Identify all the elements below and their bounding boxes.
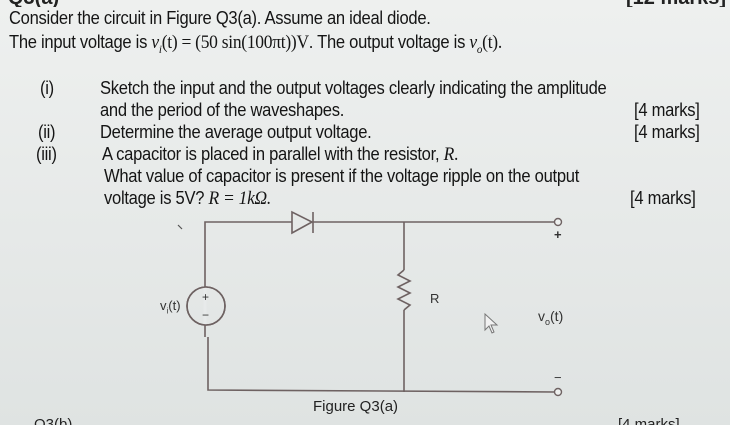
resistor-icon [396,269,412,311]
resistor-value: R = 1kΩ. [208,188,272,209]
next-marks-cut: [4 marks] [618,416,680,425]
intro-line-2: The input voltage is vi(t) = (50 sin(100… [9,32,502,56]
part-ii-number: (ii) [38,122,56,142]
source-label: vi(t) [160,298,181,316]
part-iii-number: (iii) [36,144,57,164]
output-minus-sign: − [554,370,562,385]
output-terminal-plus [553,217,563,227]
output-terminal-minus [553,387,563,397]
figure-caption: Figure Q3(a) [313,398,399,415]
part-i-marks: [4 marks] [634,100,700,120]
intro-line-1: Consider the circuit in Figure Q3(a). As… [9,8,431,28]
part-i-number: (i) [40,78,54,98]
vi-symbol: vi [151,32,162,56]
next-question-cut: Q3(b) [34,416,73,425]
part-iii-line-2: What value of capacitor is present if th… [104,166,580,186]
output-voltage-label: vo(t) [538,308,564,327]
part-ii-marks: [4 marks] [634,122,700,142]
part-ii-line-1: Determine the average output voltage. [100,122,372,142]
mouse-cursor-icon [484,312,499,334]
output-plus-sign: + [554,227,562,242]
question-label-cut: Q3(a) [8,0,78,7]
resistor-label: R [430,291,440,306]
diode-icon [291,210,314,235]
part-iii-line-1: A capacitor is placed in parallel with t… [102,144,459,165]
vo-symbol: vo [469,32,483,56]
part-iii-line-3: voltage is 5V? R = 1kΩ. [104,188,272,209]
part-i-line-2: and the period of the waveshapes. [100,100,345,120]
circuit-wires [204,210,556,393]
input-equation: (t) = (50 sin(100πt))V [161,32,309,53]
source-minus-sign: − [202,308,210,322]
part-i-line-1: Sketch the input and the output voltages… [100,78,607,98]
source-plus-sign: + [202,290,210,304]
part-iii-marks: [4 marks] [630,188,696,208]
marks-label-cut: [12 marks] [626,0,730,7]
